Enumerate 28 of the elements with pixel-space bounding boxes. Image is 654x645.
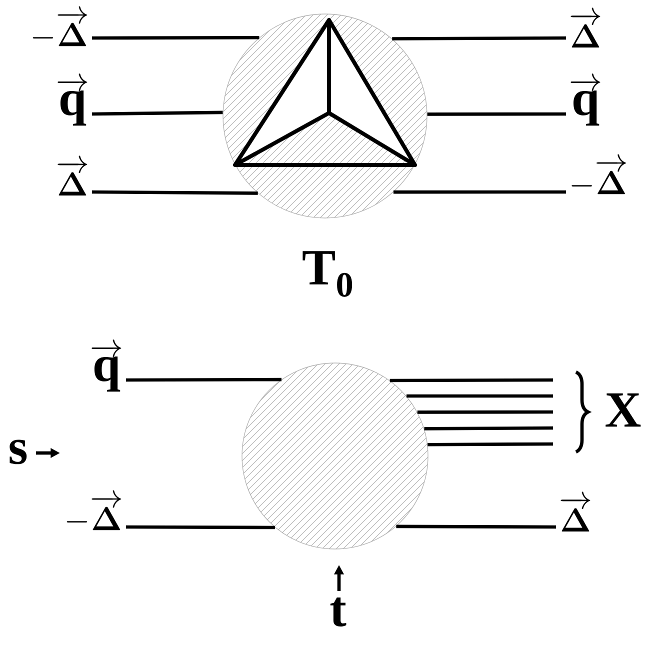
line bbox=[428, 442, 554, 446]
line bbox=[424, 426, 554, 430]
variable-label: $\mathbf{s}$ bbox=[10, 440, 27, 464]
momentum-label: $\overrightarrow{\mathbf{q}}$ bbox=[92, 340, 122, 392]
line bbox=[92, 190, 258, 195]
momentum-label: $-\overrightarrow{\boldsymbol{\Delta}}$ bbox=[66, 490, 122, 530]
line bbox=[126, 525, 276, 530]
momentum-label: $\overrightarrow{\boldsymbol{\Delta}}$ bbox=[570, 8, 600, 48]
line bbox=[396, 524, 556, 529]
line bbox=[390, 378, 553, 382]
momentum-label: $\mathbf{X}$ bbox=[606, 393, 641, 427]
blob-label: $\mathbf{T}_{\mathbf{0}}$ bbox=[302, 251, 352, 297]
line bbox=[92, 36, 260, 40]
line bbox=[393, 190, 566, 194]
momentum-label: $\overrightarrow{\mathbf{q}}$ bbox=[570, 74, 600, 126]
line bbox=[92, 110, 223, 116]
momentum-label: $-\overrightarrow{\boldsymbol{\Delta}}$ bbox=[572, 154, 626, 194]
line bbox=[406, 394, 553, 398]
momentum-label: $\overrightarrow{\mathbf{q}}$ bbox=[58, 74, 88, 126]
variable-label: $\mathbf{t}$ bbox=[330, 597, 346, 626]
line bbox=[392, 36, 566, 40]
blob bbox=[242, 362, 428, 550]
momentum-label: $-\overrightarrow{\boldsymbol{\Delta}}$ bbox=[32, 6, 88, 46]
line bbox=[126, 378, 282, 382]
line bbox=[417, 410, 553, 414]
momentum-label: $\overrightarrow{\boldsymbol{\Delta}}$ bbox=[58, 156, 88, 196]
line bbox=[427, 112, 566, 116]
momentum-label: $\overrightarrow{\boldsymbol{\Delta}}$ bbox=[560, 492, 590, 532]
